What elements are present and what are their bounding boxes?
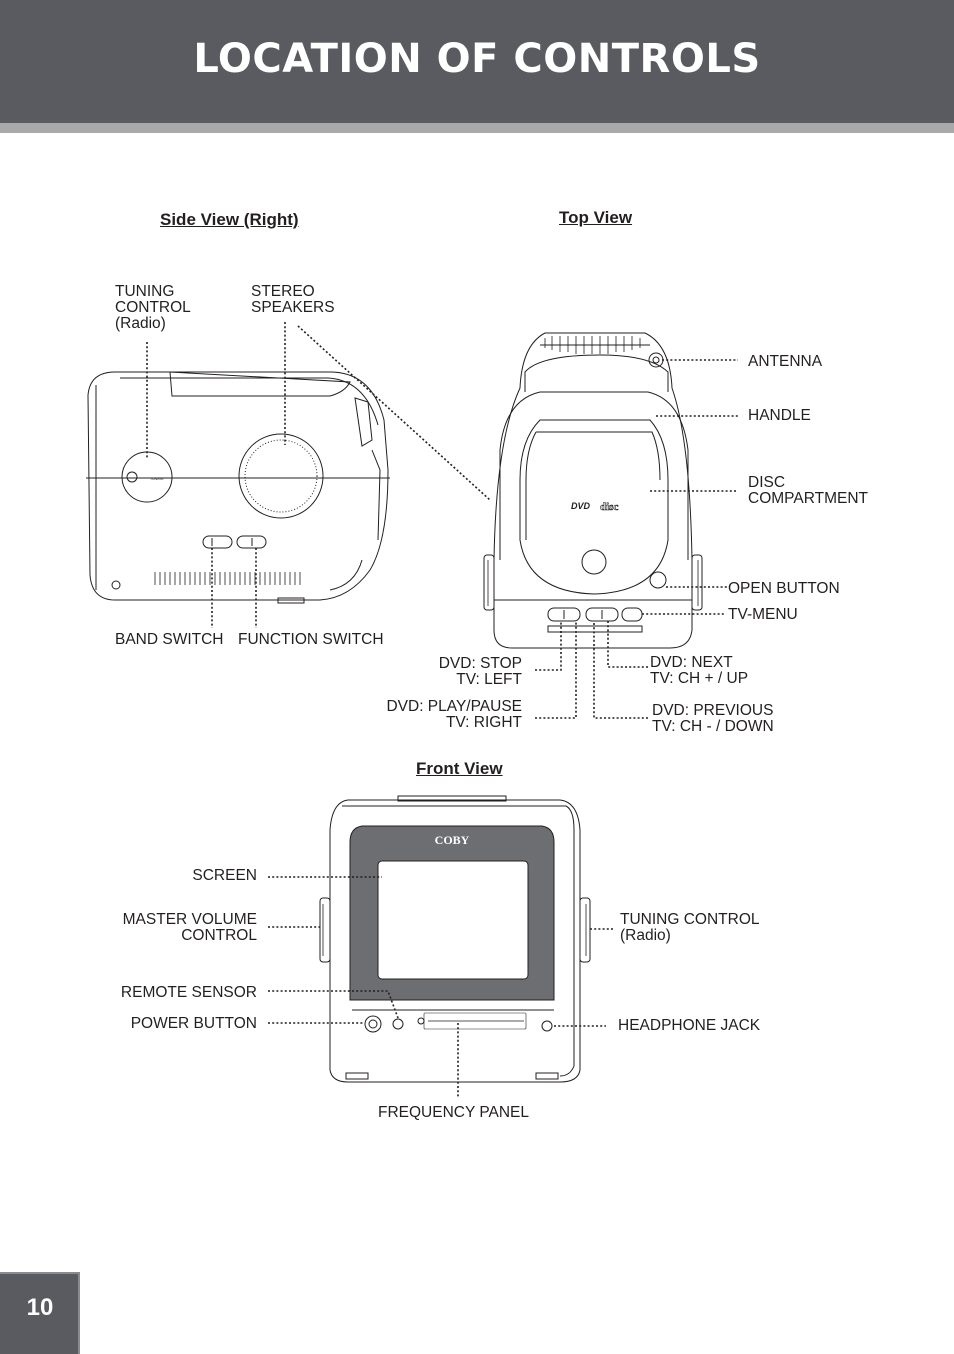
label-band-switch: BAND SWITCH — [115, 631, 224, 648]
label-stereo-speakers: STEREO SPEAKERS — [251, 283, 335, 316]
header-stripe — [0, 123, 954, 133]
label-antenna: ANTENNA — [748, 353, 823, 370]
label-power-button: POWER BUTTON — [130, 1015, 257, 1032]
label-frequency-panel: FREQUENCY PANEL — [378, 1104, 530, 1121]
label-dvd-play-pause: DVD: PLAY/PAUSE TV: RIGHT — [386, 698, 522, 731]
page-number-box — [0, 1272, 80, 1354]
label-tuning-control-side: TUNING CONTROL (Radio) — [115, 283, 191, 332]
front-view-device — [319, 795, 591, 1083]
label-remote-sensor: REMOTE SENSOR — [120, 984, 257, 1001]
disc-logo: disc — [600, 501, 618, 513]
header-bar — [0, 0, 954, 123]
label-dvd-next: DVD: NEXT TV: CH + / UP — [650, 654, 749, 687]
side-tuning-text: TUNING — [150, 477, 164, 481]
side-view-device — [86, 371, 390, 604]
label-open-button: OPEN BUTTON — [728, 580, 840, 597]
label-screen: SCREEN — [192, 867, 257, 884]
page-number: 10 — [26, 1294, 54, 1321]
label-master-volume-control: MASTER VOLUME CONTROL — [122, 911, 257, 944]
coby-logo: COBY — [435, 833, 470, 847]
section-title-front-view: Front View — [416, 759, 503, 778]
page-title: LOCATION OF CONTROLS — [193, 36, 761, 82]
dvd-logo: DVD — [571, 501, 591, 511]
label-handle: HANDLE — [748, 407, 811, 424]
section-title-top-view: Top View — [559, 208, 633, 227]
label-dvd-previous: DVD: PREVIOUS TV: CH - / DOWN — [652, 702, 774, 735]
label-function-switch: FUNCTION SWITCH — [238, 631, 384, 648]
front-screen — [377, 860, 529, 980]
top-view-device — [483, 332, 703, 649]
label-disc-compartment: DISC COMPARTMENT — [748, 474, 868, 507]
label-headphone-jack: HEADPHONE JACK — [618, 1017, 761, 1034]
label-tuning-control-front: TUNING CONTROL (Radio) — [620, 911, 760, 944]
section-title-side-view: Side View (Right) — [160, 210, 299, 229]
label-dvd-stop: DVD: STOP TV: LEFT — [438, 655, 522, 688]
label-tv-menu: TV-MENU — [728, 606, 798, 623]
